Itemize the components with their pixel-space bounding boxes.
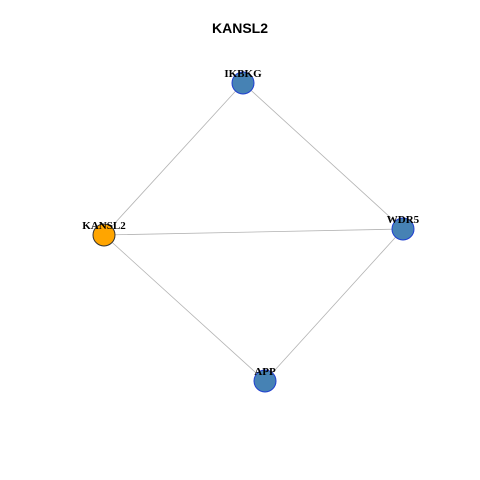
node-wdr5: WDR5 [387, 214, 420, 241]
edge-wdr5-app [264, 228, 404, 382]
node-circle-ikbkg [231, 71, 255, 95]
edge-ikbkg-kansl2 [103, 82, 244, 236]
node-app: APP [253, 366, 277, 393]
node-label-ikbkg: IKBKG [224, 68, 262, 80]
node-kansl2: KANSL2 [82, 220, 126, 247]
diagram-title: KANSL2 [211, 20, 268, 36]
node-circle-kansl2 [92, 223, 116, 247]
node-circle-wdr5 [391, 217, 415, 241]
node-circle-app [253, 369, 277, 393]
node-label-wdr5: WDR5 [387, 214, 420, 226]
edge-kansl2-app [103, 234, 266, 382]
node-ikbkg: IKBKG [224, 68, 262, 95]
edge-ikbkg-wdr5 [242, 82, 404, 230]
node-label-kansl2: KANSL2 [82, 220, 126, 232]
node-label-app: APP [254, 366, 276, 378]
edges-layer [103, 82, 404, 382]
edge-kansl2-wdr5 [103, 228, 404, 236]
